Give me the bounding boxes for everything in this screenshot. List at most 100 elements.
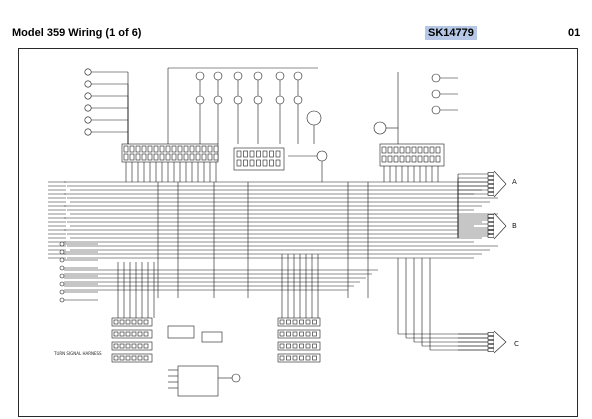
pin bbox=[279, 355, 285, 361]
pin bbox=[299, 319, 304, 325]
pin bbox=[269, 150, 274, 158]
connector-blocks bbox=[111, 143, 495, 363]
pin bbox=[143, 331, 149, 337]
pin bbox=[429, 146, 435, 154]
pin bbox=[387, 146, 393, 154]
pin bbox=[159, 153, 165, 161]
pin bbox=[119, 319, 125, 325]
tab-a-shape bbox=[493, 170, 507, 198]
pin bbox=[249, 159, 255, 167]
gauge-icon bbox=[213, 95, 223, 105]
pin bbox=[207, 153, 213, 161]
gauge-icon bbox=[431, 89, 441, 99]
pin bbox=[236, 150, 242, 158]
pin bbox=[165, 153, 171, 161]
pin bbox=[135, 145, 141, 153]
terminal bbox=[59, 273, 65, 279]
terminal bbox=[59, 241, 65, 247]
pin bbox=[299, 355, 304, 361]
pin bbox=[143, 343, 149, 349]
pin bbox=[487, 230, 495, 234]
pin bbox=[429, 155, 435, 163]
pin bbox=[113, 355, 119, 361]
gauge-icon bbox=[195, 95, 205, 105]
pin bbox=[177, 153, 183, 161]
pin bbox=[269, 159, 274, 167]
pin bbox=[305, 343, 311, 349]
pin bbox=[487, 332, 495, 336]
terminal bbox=[59, 297, 65, 303]
pin bbox=[119, 343, 125, 349]
sensor-icon bbox=[84, 104, 92, 112]
pin bbox=[129, 145, 135, 153]
pin bbox=[487, 184, 495, 188]
pin bbox=[129, 153, 135, 161]
pin bbox=[487, 214, 495, 218]
pin bbox=[195, 153, 201, 161]
terminal bbox=[59, 289, 65, 295]
pin bbox=[487, 222, 495, 226]
gauge-icon bbox=[233, 95, 243, 105]
pin bbox=[417, 146, 423, 154]
pin bbox=[423, 146, 429, 154]
pin bbox=[159, 145, 165, 153]
pin bbox=[171, 153, 177, 161]
lower-connector bbox=[277, 341, 321, 351]
gauge-icon bbox=[213, 71, 223, 81]
pin bbox=[137, 319, 143, 325]
connector-tab-a: A bbox=[512, 178, 517, 186]
pin bbox=[135, 153, 141, 161]
pin bbox=[487, 192, 495, 196]
pin bbox=[119, 331, 125, 337]
pin bbox=[292, 343, 298, 349]
pin bbox=[312, 319, 317, 325]
pin bbox=[125, 331, 131, 337]
pin bbox=[137, 355, 143, 361]
pin bbox=[286, 343, 291, 349]
pin bbox=[399, 146, 405, 154]
lower-connector bbox=[277, 317, 321, 327]
pin bbox=[125, 343, 131, 349]
pin bbox=[123, 153, 129, 161]
pin bbox=[113, 319, 119, 325]
pin bbox=[405, 146, 411, 154]
gauge-icon bbox=[195, 71, 205, 81]
gauge-icon bbox=[293, 71, 303, 81]
tab-label-c: C bbox=[514, 340, 519, 348]
pin bbox=[411, 146, 417, 154]
sensor-icon bbox=[84, 116, 92, 124]
horn-icon bbox=[306, 110, 322, 126]
switch-icon bbox=[231, 373, 241, 383]
pin bbox=[487, 172, 495, 176]
pin bbox=[183, 145, 189, 153]
pin bbox=[256, 150, 261, 158]
pin bbox=[131, 319, 137, 325]
switch-block bbox=[167, 325, 195, 339]
pin bbox=[292, 319, 298, 325]
pin bbox=[286, 319, 291, 325]
pin bbox=[256, 159, 261, 167]
pin bbox=[286, 331, 291, 337]
pin bbox=[275, 150, 281, 158]
pin bbox=[141, 153, 147, 161]
pin bbox=[262, 150, 268, 158]
gauge-icon bbox=[233, 71, 243, 81]
relay-icon bbox=[316, 150, 328, 162]
pin bbox=[299, 343, 304, 349]
sensor-icon bbox=[84, 80, 92, 88]
pin bbox=[387, 155, 393, 163]
pin bbox=[177, 145, 183, 153]
pin bbox=[125, 355, 131, 361]
sensor-icon bbox=[84, 92, 92, 100]
pin bbox=[417, 155, 423, 163]
pin bbox=[275, 159, 281, 167]
pin bbox=[243, 150, 248, 158]
connector-tab-c: C bbox=[514, 340, 519, 348]
pin bbox=[236, 159, 242, 167]
pin bbox=[189, 145, 195, 153]
pin bbox=[305, 355, 311, 361]
pin bbox=[131, 343, 137, 349]
pin bbox=[411, 155, 417, 163]
pin bbox=[487, 344, 495, 348]
document-number[interactable]: SK14779 bbox=[425, 26, 477, 40]
